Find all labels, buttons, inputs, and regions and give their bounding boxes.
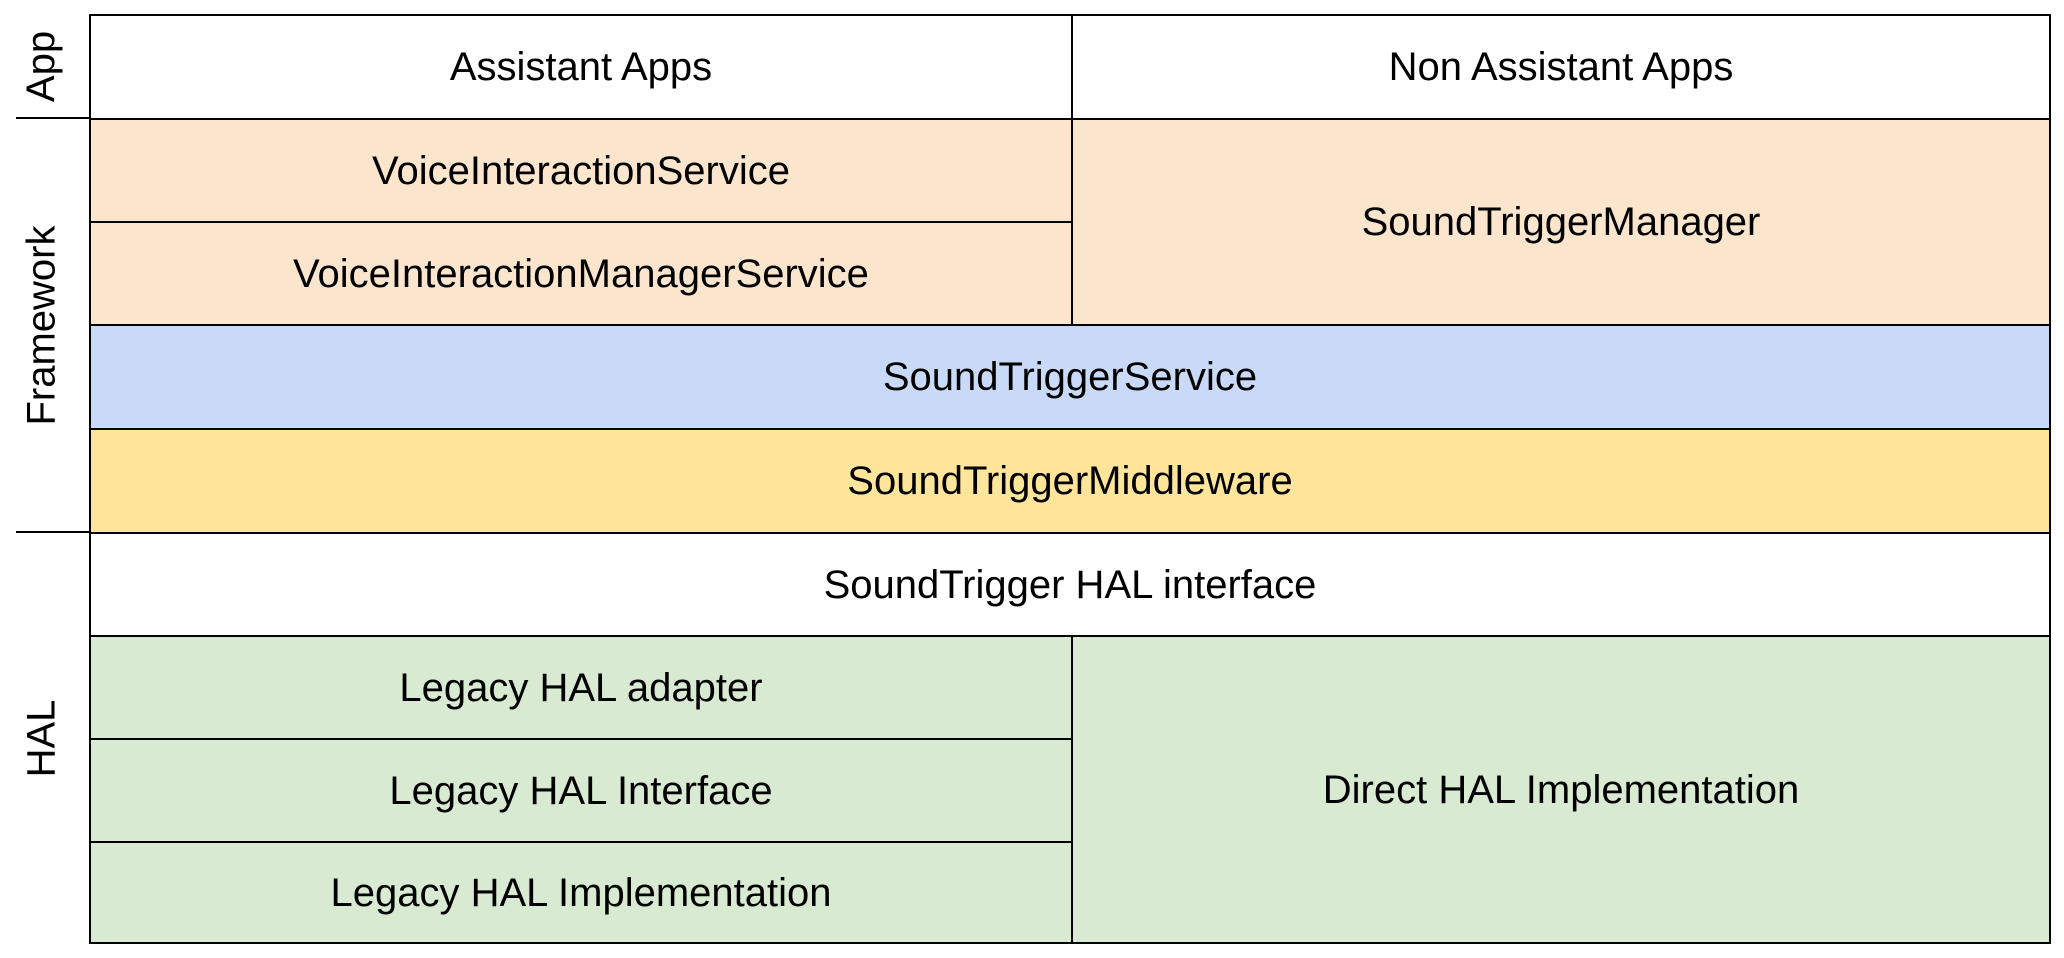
box-legacy-hal-adapter-label: Legacy HAL adapter [399,665,763,710]
layer-label-hal-text: HAL [19,699,64,777]
box-direct-hal-implementation: Direct HAL Implementation [1071,635,2051,944]
box-sound-trigger-hal-interface-label: SoundTrigger HAL interface [823,562,1317,607]
box-sound-trigger-middleware: SoundTriggerMiddleware [89,428,2051,534]
layer-label-hal: HAL [0,532,84,944]
box-voice-interaction-service-label: VoiceInteractionService [371,148,790,193]
box-direct-hal-implementation-label: Direct HAL Implementation [1322,767,1800,812]
box-legacy-hal-adapter: Legacy HAL adapter [89,635,1073,740]
box-sound-trigger-hal-interface: SoundTrigger HAL interface [89,532,2051,637]
layer-label-app: App [0,14,84,118]
box-legacy-hal-interface-label: Legacy HAL Interface [389,768,773,813]
box-voice-interaction-service: VoiceInteractionService [89,118,1073,223]
layer-label-framework: Framework [0,118,84,532]
box-sound-trigger-manager: SoundTriggerManager [1071,118,2051,326]
layer-separator-framework-hal [16,531,92,533]
layer-label-app-text: App [19,30,64,102]
box-assistant-apps: Assistant Apps [89,14,1073,120]
box-voice-interaction-manager-service: VoiceInteractionManagerService [89,221,1073,326]
layer-separator-app-framework [16,117,92,119]
box-sound-trigger-service-label: SoundTriggerService [882,355,1258,399]
box-sound-trigger-middleware-label: SoundTriggerMiddleware [847,459,1293,503]
box-legacy-hal-implementation: Legacy HAL Implementation [89,841,1073,944]
layer-label-framework-text: Framework [19,224,64,426]
box-non-assistant-apps: Non Assistant Apps [1071,14,2051,120]
box-sound-trigger-manager-label: SoundTriggerManager [1361,200,1761,244]
box-legacy-hal-implementation-label: Legacy HAL Implementation [330,870,832,915]
box-sound-trigger-service: SoundTriggerService [89,324,2051,430]
box-assistant-apps-label: Assistant Apps [449,45,713,89]
box-non-assistant-apps-label: Non Assistant Apps [1388,45,1734,89]
box-voice-interaction-manager-service-label: VoiceInteractionManagerService [293,251,869,296]
box-legacy-hal-interface: Legacy HAL Interface [89,738,1073,843]
